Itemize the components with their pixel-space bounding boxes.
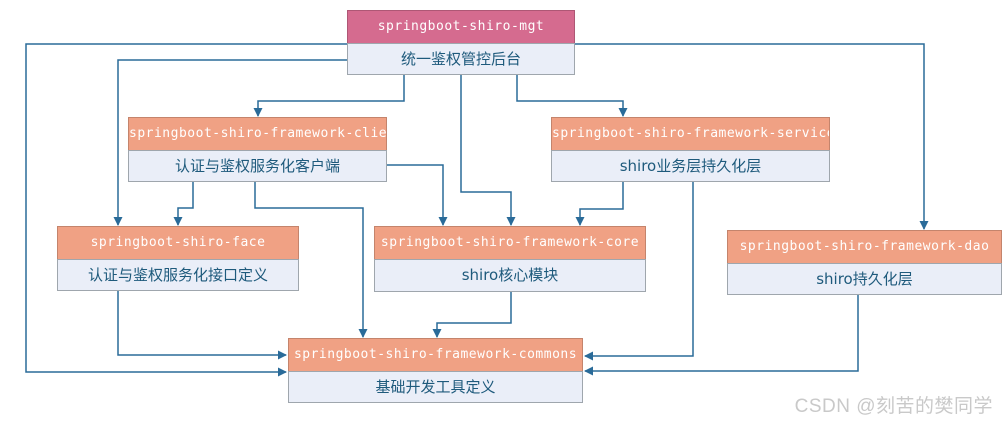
edge-client-to-face [173, 181, 194, 226]
edge-mgt-to-core [460, 75, 516, 226]
module-desc-commons: 基础开发工具定义 [288, 371, 583, 403]
module-name-commons: springboot-shiro-framework-commons [288, 338, 583, 371]
module-node-commons: springboot-shiro-framework-commons 基础开发工… [288, 338, 583, 403]
edge-core-to-commons [432, 292, 512, 338]
module-name-core: springboot-shiro-framework-core [374, 226, 646, 259]
module-desc-service: shiro业务层持久化层 [551, 150, 830, 182]
module-desc-client: 认证与鉴权服务化客户端 [128, 150, 387, 182]
watermark-text: CSDN @刻苦的樊同学 [794, 396, 993, 417]
edge-mgt-to-service [516, 75, 628, 117]
module-name-service: springboot-shiro-framework-service [551, 117, 830, 150]
module-node-dao: springboot-shiro-framework-dao shiro持久化层 [727, 230, 1002, 295]
module-node-service: springboot-shiro-framework-service shiro… [551, 117, 830, 182]
module-name-client: springboot-shiro-framework-client [128, 117, 387, 150]
module-desc-mgt: 统一鉴权管控后台 [347, 43, 575, 75]
module-node-client: springboot-shiro-framework-client 认证与鉴权服… [128, 117, 387, 182]
module-node-mgt: springboot-shiro-mgt 统一鉴权管控后台 [347, 10, 575, 75]
module-desc-dao: shiro持久化层 [727, 263, 1002, 295]
module-name-dao: springboot-shiro-framework-dao [727, 230, 1002, 263]
edge-mgt-to-client [253, 75, 405, 117]
module-desc-core: shiro核心模块 [374, 259, 646, 292]
module-node-core: springboot-shiro-framework-core shiro核心模… [374, 226, 646, 292]
module-name-mgt: springboot-shiro-mgt [347, 10, 575, 43]
module-node-face: springboot-shiro-face 认证与鉴权服务化接口定义 [57, 226, 299, 291]
edge-face-to-commons [117, 290, 287, 360]
module-name-face: springboot-shiro-face [57, 226, 299, 259]
edge-mgt-to-commons [25, 43, 347, 377]
edge-client-to-core [387, 164, 448, 226]
edge-dao-to-commons [584, 294, 859, 376]
module-desc-face: 认证与鉴权服务化接口定义 [57, 259, 299, 291]
edge-service-to-core [575, 181, 624, 226]
